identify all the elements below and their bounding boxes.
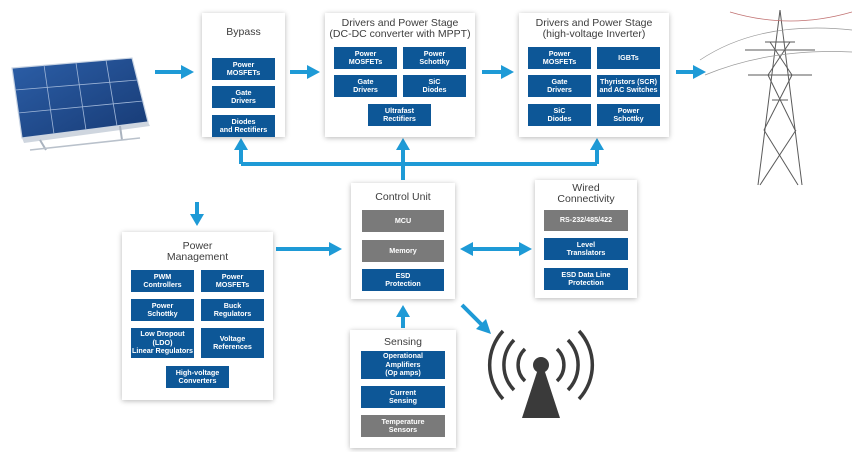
wired-esd-data-line: ESD Data Line Protection [544,268,628,290]
inverter-igbts: IGBTs [597,47,660,69]
dcdc-card: Drivers and Power Stage (DC-DC converter… [325,13,475,137]
transmission-tower-icon [699,9,852,186]
control-memory: Memory [362,240,444,262]
wired-connectivity-title: Wired Connectivity [557,182,615,205]
bypass-diodes-rectifiers: Diodes and Rectifiers [212,115,275,137]
control-esd-protection: ESD Protection [362,269,444,291]
bypass-card: Bypass Power MOSFETs Gate Drivers Diodes… [202,13,285,137]
sensing-temperature-sensors: Temperature Sensors [361,415,445,437]
pm-buck-regulators: Buck Regulators [201,299,264,321]
power-management-title: Power Management [166,240,229,263]
pm-power-mosfets: Power MOSFETs [201,270,264,292]
flow-arrows [155,65,706,334]
bypass-title: Bypass [226,26,261,38]
dcdc-power-schottky: Power Schottky [403,47,466,69]
dcdc-title: Drivers and Power Stage (DC-DC converter… [329,17,471,40]
pm-power-schottky: Power Schottky [131,299,194,321]
inverter-sic-diodes: SiC Diodes [528,104,591,126]
pm-high-voltage-converters: High-voltage Converters [166,366,229,388]
pm-pwm-controllers: PWM Controllers [131,270,194,292]
wired-connectivity-card: Wired Connectivity RS-232/485/422 Level … [535,180,637,298]
wired-level-translators: Level Translators [544,238,628,260]
pm-ldo-regulators: Low Dropout (LDO) Linear Regulators [131,328,194,358]
bypass-power-mosfets: Power MOSFETs [212,58,275,80]
bypass-gate-drivers: Gate Drivers [212,86,275,108]
inverter-thyristors: Thyristors (SCR) and AC Switches [597,75,660,97]
control-unit-title: Control Unit [375,191,431,203]
dcdc-power-mosfets: Power MOSFETs [334,47,397,69]
dcdc-gate-drivers: Gate Drivers [334,75,397,97]
inverter-card: Drivers and Power Stage (high-voltage In… [519,13,669,137]
control-mcu: MCU [362,210,444,232]
control-unit-card: Control Unit MCU Memory ESD Protection [351,183,455,299]
sensing-title: Sensing [384,336,422,348]
wired-rs-232: RS-232/485/422 [544,210,628,231]
power-management-card: Power Management PWM Controllers Power M… [122,232,273,400]
inverter-title: Drivers and Power Stage (high-voltage In… [535,17,653,40]
inverter-power-mosfets: Power MOSFETs [528,47,591,69]
dcdc-ultrafast-rectifiers: Ultrafast Rectifiers [368,104,431,126]
solar-panel-icon [11,57,150,151]
wireless-antenna-icon [487,329,595,418]
sensing-op-amps: Operational Amplifiers (Op amps) [361,351,445,379]
sensing-card: Sensing Operational Amplifiers (Op amps)… [350,330,456,448]
pm-voltage-references: Voltage References [201,328,264,358]
inverter-power-schottky: Power Schottky [597,104,660,126]
dcdc-sic-diodes: SiC Diodes [403,75,466,97]
sensing-current-sensing: Current Sensing [361,386,445,408]
inverter-gate-drivers: Gate Drivers [528,75,591,97]
